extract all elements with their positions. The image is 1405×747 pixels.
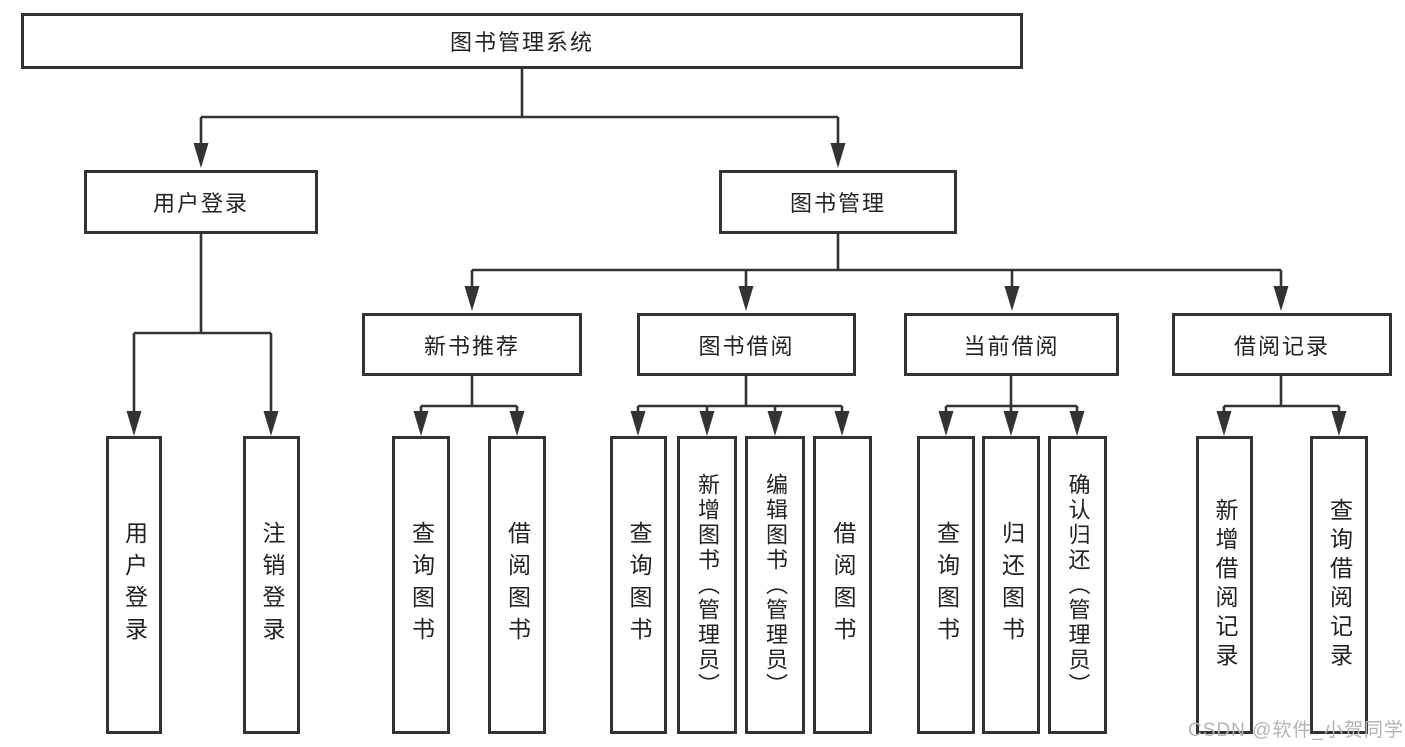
- node-current-borrow: 当前借阅: [904, 313, 1119, 376]
- node-return-books: 归还图书: [982, 436, 1040, 734]
- node-logout-action: 注销登录: [243, 436, 300, 734]
- node-query-books-borrow: 查询图书: [610, 436, 667, 734]
- node-user-login-action: 用户登录: [106, 436, 162, 734]
- node-query-books-current: 查询图书: [917, 436, 975, 734]
- node-confirm-return-admin: 确认归还（管理员）: [1048, 436, 1107, 734]
- node-add-books-admin: 新增图书（管理员）: [677, 436, 737, 734]
- node-query-books-recommend: 查询图书: [392, 436, 450, 734]
- node-book-management: 图书管理: [719, 170, 957, 234]
- node-book-borrow: 图书借阅: [637, 313, 856, 376]
- node-query-borrow-record: 查询借阅记录: [1310, 436, 1368, 734]
- node-user-login: 用户登录: [84, 170, 318, 234]
- node-edit-books-admin: 编辑图书（管理员）: [745, 436, 805, 734]
- node-borrow-records: 借阅记录: [1172, 313, 1392, 376]
- node-borrow-books: 借阅图书: [813, 436, 872, 734]
- watermark: CSDN @软件_小贺同学: [1188, 720, 1404, 741]
- node-library-management-system: 图书管理系统: [21, 13, 1023, 69]
- node-new-book-recommend: 新书推荐: [362, 313, 582, 376]
- node-borrow-books-recommend: 借阅图书: [488, 436, 546, 734]
- node-add-borrow-record: 新增借阅记录: [1196, 436, 1253, 734]
- tree-connector-path: [132, 69, 1341, 414]
